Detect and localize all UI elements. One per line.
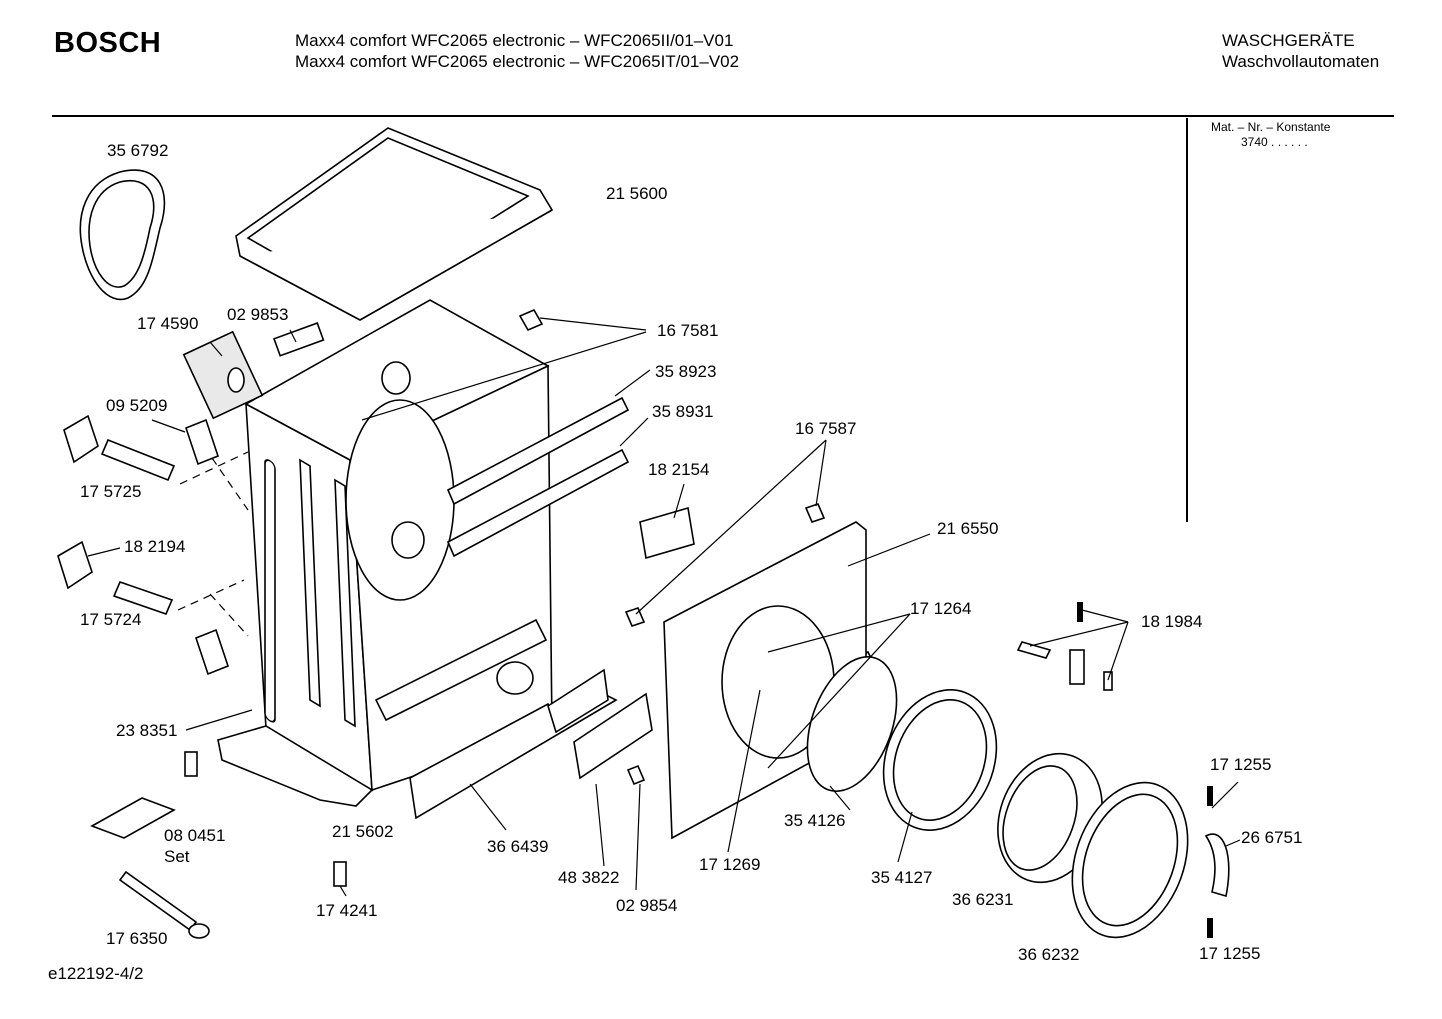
part-label-182154: 18 2154	[648, 460, 710, 479]
door-frame-part	[1071, 781, 1189, 939]
part-label-354126: 35 4126	[784, 811, 846, 830]
subcategory-title: Waschvollautomaten	[1222, 52, 1380, 71]
model-title-line-1: Maxx4 comfort WFC2065 electronic – WFC20…	[295, 31, 734, 50]
part-label-483822: 48 3822	[558, 868, 620, 887]
part-label-171255-bottom: 17 1255	[1199, 944, 1261, 963]
material-number-value: 3740 . . . . . .	[1241, 135, 1308, 149]
diagram-code: e122192-4/2	[48, 964, 144, 983]
part-label-215600: 21 5600	[606, 184, 668, 203]
part-label-095209: 09 5209	[106, 396, 168, 415]
leader-lines	[87, 317, 1241, 897]
part-label-176350: 17 6350	[106, 929, 168, 948]
part-label-238351: 23 8351	[116, 721, 178, 740]
part-label-366232: 36 6232	[1018, 945, 1080, 964]
part-label-029854: 02 9854	[616, 896, 678, 915]
part-label-366231: 36 6231	[952, 890, 1014, 909]
fascia-panel-part	[409, 668, 653, 820]
assembly-dashed-lines	[177, 451, 249, 637]
top-cover-part	[235, 127, 554, 321]
drum-gasket-part	[79, 169, 166, 301]
part-label-080451-set: Set	[164, 847, 190, 866]
material-number-label: Mat. – Nr. – Konstante	[1211, 120, 1331, 134]
category-title: WASCHGERÄTE	[1222, 31, 1355, 50]
part-label-175724: 17 5724	[80, 610, 142, 629]
part-label-174241: 17 4241	[316, 901, 378, 920]
part-label-354127: 35 4127	[871, 868, 933, 887]
part-label-175725: 17 5725	[80, 482, 142, 501]
part-label-167587: 16 7587	[795, 419, 857, 438]
part-label-266751: 26 6751	[1241, 828, 1303, 847]
part-label-215602: 21 5602	[332, 822, 394, 841]
door-ring-part	[882, 689, 998, 831]
part-label-080451: 08 0451	[164, 826, 226, 845]
part-label-181984: 18 1984	[1141, 612, 1203, 631]
part-label-171255-top: 17 1255	[1210, 755, 1272, 774]
part-label-358923: 35 8923	[655, 362, 717, 381]
part-label-171269: 17 1269	[699, 855, 761, 874]
part-label-182194: 18 2194	[124, 537, 186, 556]
cabinet-part	[244, 299, 553, 792]
part-label-171264: 17 1264	[910, 599, 972, 618]
part-label-366439: 36 6439	[487, 837, 549, 856]
cross-rails-part	[446, 396, 630, 558]
part-label-174590: 17 4590	[137, 314, 199, 333]
brand-logo: BOSCH	[54, 27, 162, 59]
model-title-line-2: Maxx4 comfort WFC2065 electronic – WFC20…	[295, 52, 740, 71]
part-label-216550: 21 6550	[937, 519, 999, 538]
part-label-029853: 02 9853	[227, 305, 289, 324]
part-label-358931: 35 8931	[652, 402, 714, 421]
part-label-356792: 35 6792	[107, 141, 169, 160]
base-plate-part	[217, 725, 374, 807]
door-seal-part	[806, 656, 898, 792]
part-label-167581: 16 7581	[657, 321, 719, 340]
